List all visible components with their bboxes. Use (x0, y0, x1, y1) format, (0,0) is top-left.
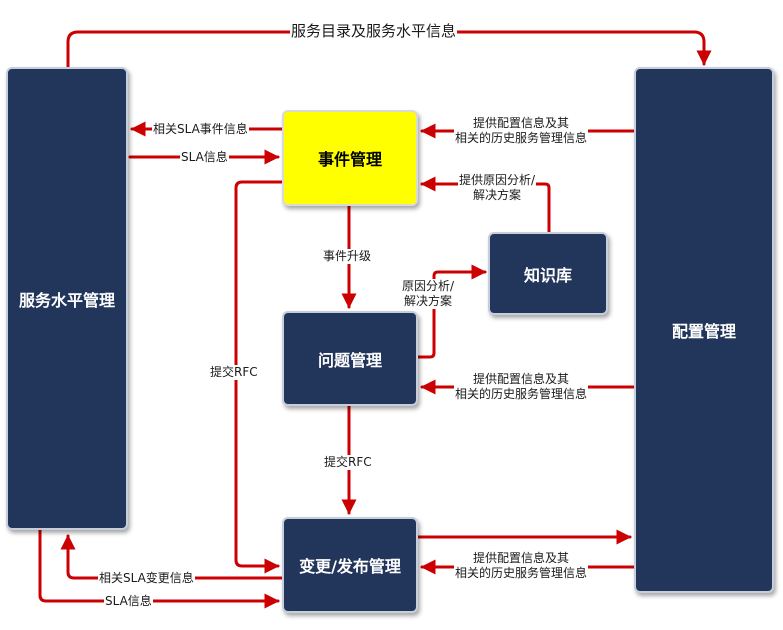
label-sla-event-info: 相关SLA事件信息 (152, 122, 249, 137)
node-service-level-management[interactable]: 服务水平管理 (6, 67, 128, 530)
node-problem-management[interactable]: 问题管理 (282, 311, 418, 406)
label-config-to-incident: 提供配置信息及其 相关的历史服务管理信息 (454, 116, 589, 146)
label-submit-rfc-left: 提交RFC (209, 365, 259, 380)
node-label: 事件管理 (317, 150, 382, 169)
label-kb-to-incident: 提供原因分析/ 解决方案 (458, 173, 537, 203)
node-configuration-management[interactable]: 配置管理 (634, 67, 774, 593)
label-config-to-problem: 提供配置信息及其 相关的历史服务管理信息 (454, 372, 589, 402)
label-top-catalog: 服务目录及服务水平信息 (290, 22, 458, 40)
label-sla-change-info: 相关SLA变更信息 (98, 571, 195, 586)
edge-kb-to-incident (420, 176, 551, 234)
label-submit-rfc-mid: 提交RFC (323, 455, 373, 470)
node-label: 配置管理 (671, 322, 736, 341)
label-sla-info-in: SLA信息 (180, 150, 229, 165)
node-label: 变更/发布管理 (299, 557, 401, 576)
node-knowledge-base[interactable]: 知识库 (488, 232, 608, 315)
node-incident-management[interactable]: 事件管理 (282, 110, 418, 206)
node-label: 服务水平管理 (18, 290, 115, 310)
edge-change-to-sla (60, 534, 284, 580)
node-change-release-management[interactable]: 变更/发布管理 (282, 517, 418, 613)
edge-sla-bottom (38, 527, 280, 609)
node-label: 知识库 (523, 265, 572, 285)
label-problem-to-kb: 原因分析/ 解决方案 (401, 279, 456, 309)
label-escalate: 事件升级 (322, 249, 373, 264)
node-label: 问题管理 (317, 350, 382, 370)
label-sla-info-bottom: SLA信息 (104, 594, 153, 609)
label-config-to-change: 提供配置信息及其 相关的历史服务管理信息 (454, 551, 589, 581)
edge-problem-to-kb (416, 264, 487, 359)
